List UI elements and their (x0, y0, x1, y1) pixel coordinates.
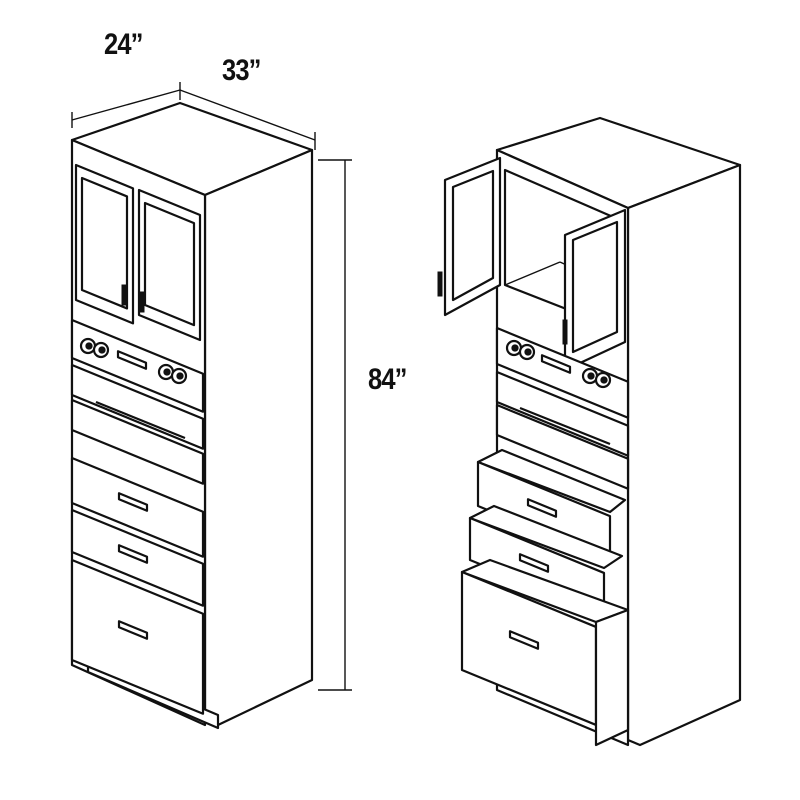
left-door-left-raised-panel (80, 176, 129, 310)
right-drawer-3-handle (508, 630, 540, 650)
left-drawer-3-handle (117, 620, 149, 640)
depth-dimension-line (71, 89, 181, 121)
right-drawer-1-handle (526, 498, 558, 518)
right-oven-panel-handle (540, 354, 572, 374)
right-drawer-2-handle (518, 553, 550, 573)
left-drawer-2-handle (117, 544, 149, 564)
right-oven-door-lower (495, 403, 630, 490)
right-drawer-2-box-top (468, 504, 624, 570)
depth-dimension-label: 24” (104, 28, 143, 61)
width-dimension-label: 33” (222, 54, 261, 87)
left-oven-knob-3-center (163, 368, 171, 376)
height-dimension-label: 84” (368, 363, 407, 396)
right-oven-knob-3-center (587, 372, 595, 380)
left-door-right-raised-panel (143, 201, 196, 327)
left-door-handle-right (139, 291, 145, 313)
left-oven-door-upper (70, 363, 205, 450)
right-drawer-3-side (594, 608, 630, 747)
left-oven-knob-2-center (98, 346, 106, 354)
left-oven-panel-handle (116, 350, 148, 370)
right-open-door-left-handle (437, 271, 443, 297)
left-oven-handle-bar (95, 400, 186, 440)
right-oven-handle-bar (519, 406, 611, 446)
left-oven-knob-4-center (176, 372, 184, 380)
left-drawer-1-handle (117, 492, 149, 512)
left-oven-door-lower (70, 398, 205, 485)
right-cabinet-side (626, 163, 742, 747)
right-drawer-1-box-top (476, 448, 627, 514)
right-oven-knob-1-center (511, 344, 519, 352)
right-open-door-left-panel (451, 169, 495, 302)
right-oven-knob-4-center (600, 376, 608, 384)
left-cabinet-side (203, 148, 314, 727)
left-cabinet-drawer-3 (70, 558, 205, 715)
left-oven-knob-1-center (85, 342, 93, 350)
width-dimension-line (179, 89, 316, 141)
right-open-door-right-handle (562, 319, 568, 345)
right-interior-shelf-edge (504, 261, 561, 286)
right-oven-knob-2-center (524, 348, 532, 356)
left-door-handle-left (121, 284, 127, 306)
right-open-door-right-panel (571, 220, 619, 354)
right-oven-door-upper (495, 370, 630, 457)
